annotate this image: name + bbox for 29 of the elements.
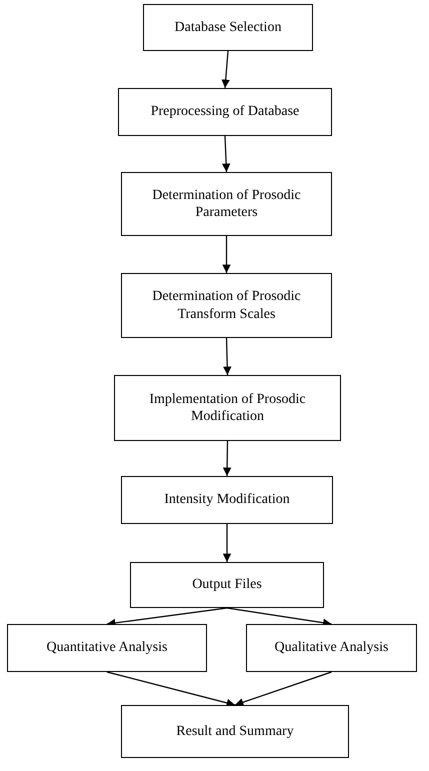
process-box <box>118 88 332 136</box>
arrow <box>222 441 232 476</box>
process-box <box>121 273 332 338</box>
process-box <box>121 172 332 236</box>
arrow <box>234 671 332 706</box>
arrow <box>223 338 232 376</box>
box-label: Intensity Modification <box>164 491 290 509</box>
box-label: Database Selection <box>174 18 282 36</box>
arrow <box>222 524 232 562</box>
arrow <box>222 50 230 88</box>
box-label: Output Files <box>192 576 262 594</box>
process-box <box>121 705 349 758</box>
process-box <box>7 624 207 672</box>
arrow <box>106 671 236 707</box>
process-box <box>114 375 341 441</box>
box-label: Result and Summary <box>176 722 294 740</box>
box-label: Determination of Prosodic Parameters <box>151 186 302 222</box>
process-box <box>121 476 333 524</box>
process-box <box>246 624 417 672</box>
box-label: Preprocessing of Database <box>150 103 300 121</box>
process-box <box>143 4 313 51</box>
box-label: Quantitative Analysis <box>46 639 168 657</box>
process-box <box>130 562 324 608</box>
box-label: Determination of Prosodic Transform Scales <box>151 288 302 323</box>
box-label: Implementation of Prosodic Modification <box>148 390 307 426</box>
arrow <box>222 236 231 273</box>
arrow <box>222 136 230 172</box>
arrow <box>226 607 332 627</box>
box-label: Qualitative Analysis <box>274 639 388 657</box>
